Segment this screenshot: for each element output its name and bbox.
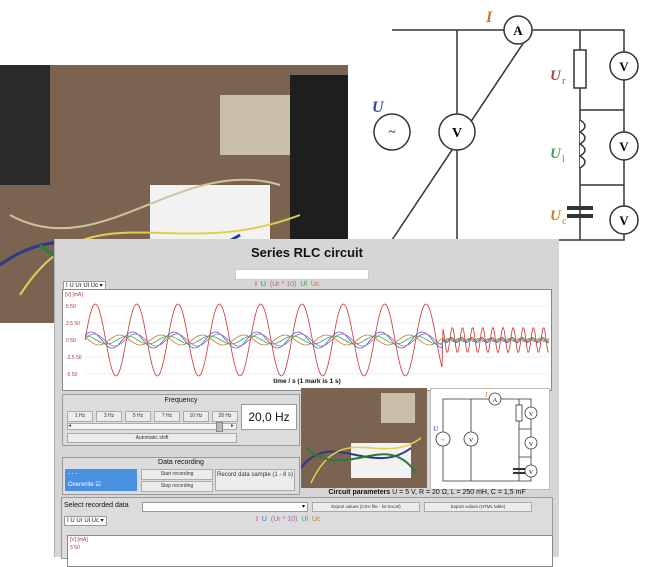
uc-label: U <box>550 208 562 224</box>
slider-thumb[interactable] <box>216 422 223 432</box>
legend-uc: Uc <box>310 281 320 288</box>
time-axis-label: time / s (1 mark is 1 s) <box>273 378 341 385</box>
recorded-data-select[interactable]: ▾ <box>142 502 308 512</box>
scope-units: [V] [mA] <box>65 292 83 298</box>
uc-subscript: c <box>562 216 567 227</box>
scope-waveforms: 5 50 2.5 50 0 50 -2.5 50 -5 50 <box>66 303 550 378</box>
rec-legend-ur: (Ur * 10) <box>270 516 298 523</box>
recording-status: - - - <box>68 471 78 477</box>
source-symbol: ~ <box>388 125 396 140</box>
scope-tick-label: -5 50 <box>66 372 78 378</box>
circuit-schematic-art: ~ V A V V V U I U r U l U c <box>372 9 639 241</box>
ul-subscript: l <box>562 154 565 165</box>
record-sample-button[interactable]: Record data sample (1 - 8 s) <box>215 469 295 491</box>
data-recording-panel: Data recording - - - Overwrite ☑ Start r… <box>62 457 300 495</box>
wave-ul <box>84 335 550 345</box>
frequency-value: 20,0 Hz <box>241 404 297 430</box>
wave-uc <box>84 334 550 346</box>
app-circuit-schematic-art: A V V V V ~ U I <box>433 391 538 482</box>
frequency-button-20hz[interactable]: 20 Hz <box>212 411 238 422</box>
app-title: Series RLC circuit <box>251 245 363 260</box>
wave-i <box>84 303 550 377</box>
rlc-app-window: Series RLC circuit I U Ur Ul Uc ▾ I U (U… <box>54 239 559 567</box>
export-csv-button[interactable]: Export values (CSV file - for Excel) <box>312 502 420 512</box>
overwrite-checkbox[interactable]: Overwrite ☑ <box>68 481 101 488</box>
scope-tick-label: -2.5 50 <box>66 355 82 361</box>
wave-u <box>84 331 550 349</box>
recorded-channel-value: I U Ur Ul Uc <box>67 518 99 524</box>
recorded-legend: I U (Ur * 10) Ul Uc <box>256 516 322 523</box>
wave-ur <box>84 333 550 347</box>
frequency-button-1hz[interactable]: 1 Hz <box>67 411 93 422</box>
recording-title: Data recording <box>158 459 204 466</box>
app-lab-photo-art <box>301 388 427 488</box>
frequency-button-3hz[interactable]: 3 Hz <box>96 411 122 422</box>
ul-label: U <box>550 146 562 162</box>
recorded-data-panel: Select recorded data ▾ Export values (CS… <box>61 497 553 567</box>
app-voltmeter-label: V <box>469 438 474 444</box>
frequency-slider[interactable]: ◄ ► <box>67 422 237 432</box>
overwrite-label: Overwrite <box>68 482 94 488</box>
app-voltmeter-l: V <box>529 442 534 448</box>
recorded-tick: 5 50 <box>70 545 80 551</box>
app-ammeter-label: A <box>493 398 498 404</box>
scope-tick-label: 5 50 <box>66 304 76 310</box>
source-u-label: U <box>372 99 385 116</box>
frequency-button-5hz[interactable]: 5 Hz <box>125 411 151 422</box>
automatic-shift-button[interactable]: Automatic shift <box>67 433 237 443</box>
scope-legend: I U (Ur * 10) Ul Uc <box>255 281 321 288</box>
channel-select-value: I U Ur Ul Uc <box>66 283 98 289</box>
dropdown-icon: ▾ <box>301 504 305 510</box>
ur-subscript: r <box>562 76 566 87</box>
legend-u: U <box>260 281 266 288</box>
current-i-label: I <box>485 9 493 26</box>
select-recorded-label: Select recorded data <box>64 502 129 509</box>
recording-status-box: - - - Overwrite ☑ <box>65 469 137 491</box>
circuit-parameters: Circuit parameters U = 5 V, R = 20 Ω, L … <box>295 489 559 496</box>
legend-ul: Ul <box>300 281 307 288</box>
circuit-parameters-title: Circuit parameters <box>328 489 391 496</box>
app-source-u: U <box>433 425 439 433</box>
recorded-scope-display: [V] [mA] 5 50 <box>67 535 553 567</box>
app-voltmeter-r: V <box>529 412 534 418</box>
app-lab-photo <box>301 388 427 488</box>
slider-right-arrow[interactable]: ► <box>230 423 235 429</box>
rec-legend-i: I <box>256 516 258 523</box>
title-field <box>235 269 369 280</box>
app-current-i: I <box>484 391 488 399</box>
scope-tick-label: 2.5 50 <box>66 321 80 327</box>
frequency-title: Frequency <box>164 397 198 404</box>
check-icon: ☑ <box>95 482 101 488</box>
app-source-symbol: ~ <box>441 438 445 444</box>
voltmeter-r-label: V <box>619 59 629 74</box>
recorded-units: [V] [mA] <box>70 537 88 543</box>
export-html-button[interactable]: Export values (HTML table) <box>424 502 532 512</box>
frequency-button-7hz[interactable]: 7 Hz <box>154 411 180 422</box>
voltmeter-l-label: V <box>619 139 629 154</box>
voltmeter-c-label: V <box>619 213 629 228</box>
ammeter-label: A <box>513 23 523 38</box>
ur-label: U <box>550 68 562 84</box>
oscilloscope-display: [V] [mA] 5 50 2.5 50 0 50 -2.5 50 -5 50 <box>62 289 552 391</box>
legend-i: I <box>255 281 257 288</box>
slider-left-arrow[interactable]: ◄ <box>67 423 72 429</box>
app-circuit-schematic: A V V V V ~ U I <box>430 388 550 490</box>
start-recording-button[interactable]: Start recording <box>141 469 213 480</box>
rec-legend-uc: Uc <box>311 516 321 523</box>
rec-legend-ul: Ul <box>301 516 308 523</box>
voltmeter-label: V <box>452 126 462 141</box>
scope-tick-label: 0 50 <box>66 338 76 344</box>
rec-legend-u: U <box>261 516 267 523</box>
recorded-channel-select[interactable]: I U Ur Ul Uc ▾ <box>64 516 107 526</box>
app-voltmeter-c: V <box>529 470 534 476</box>
frequency-button-10hz[interactable]: 10 Hz <box>183 411 209 422</box>
circuit-schematic: ~ V A V V V U I U r U l U c <box>362 0 650 258</box>
stop-recording-button[interactable]: Stop recording <box>141 481 213 492</box>
legend-ur: (Ur * 10) <box>269 281 297 288</box>
circuit-parameters-text: U = 5 V, R = 20 Ω, L = 250 mH, C = 1,5 m… <box>392 489 526 496</box>
